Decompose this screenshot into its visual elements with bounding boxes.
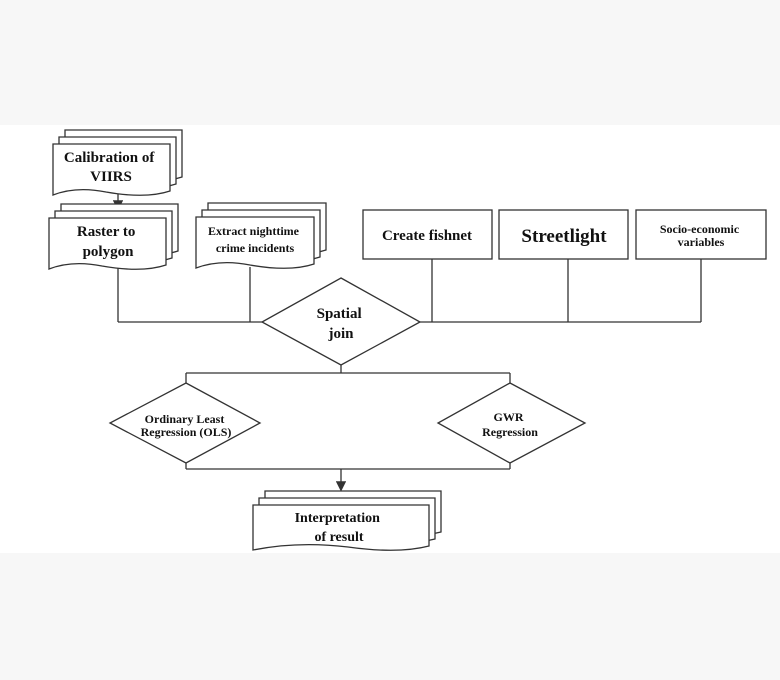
node-raster: Raster to polygon <box>48 203 179 270</box>
node-interpretation-label: Interpretation of result <box>295 511 384 545</box>
node-ols: Ordinary Least Regression (OLS) <box>108 382 262 464</box>
node-raster-label: Raster to polygon <box>77 224 139 260</box>
node-interpretation: Interpretation of result <box>252 490 442 551</box>
node-spatial-join: Spatial join <box>260 277 422 366</box>
node-gwr: GWR Regression <box>436 382 587 464</box>
node-socio-label: Socio-economic variables <box>660 222 742 249</box>
node-streetlight: Streetlight <box>498 209 629 260</box>
node-spatial-join-label: Spatial join <box>317 306 366 342</box>
node-fishnet: Create fishnet <box>362 209 493 260</box>
diagram-canvas: Calibration of VIIRS Raster to polygon E… <box>0 125 780 553</box>
connectors <box>112 192 702 492</box>
node-extract-label: Extract nighttime crime incidents <box>208 224 302 255</box>
flowchart: Calibration of VIIRS Raster to polygon E… <box>48 129 767 551</box>
node-socio: Socio-economic variables <box>635 209 767 260</box>
node-fishnet-label: Create fishnet <box>382 228 472 244</box>
node-gwr-label: GWR Regression <box>482 410 538 439</box>
node-extract: Extract nighttime crime incidents <box>195 202 327 269</box>
node-ols-label: Ordinary Least Regression (OLS) <box>141 412 232 439</box>
node-calibration-label: Calibration of VIIRS <box>64 150 158 185</box>
node-streetlight-label: Streetlight <box>521 226 607 247</box>
node-calibration: Calibration of VIIRS <box>52 129 183 196</box>
